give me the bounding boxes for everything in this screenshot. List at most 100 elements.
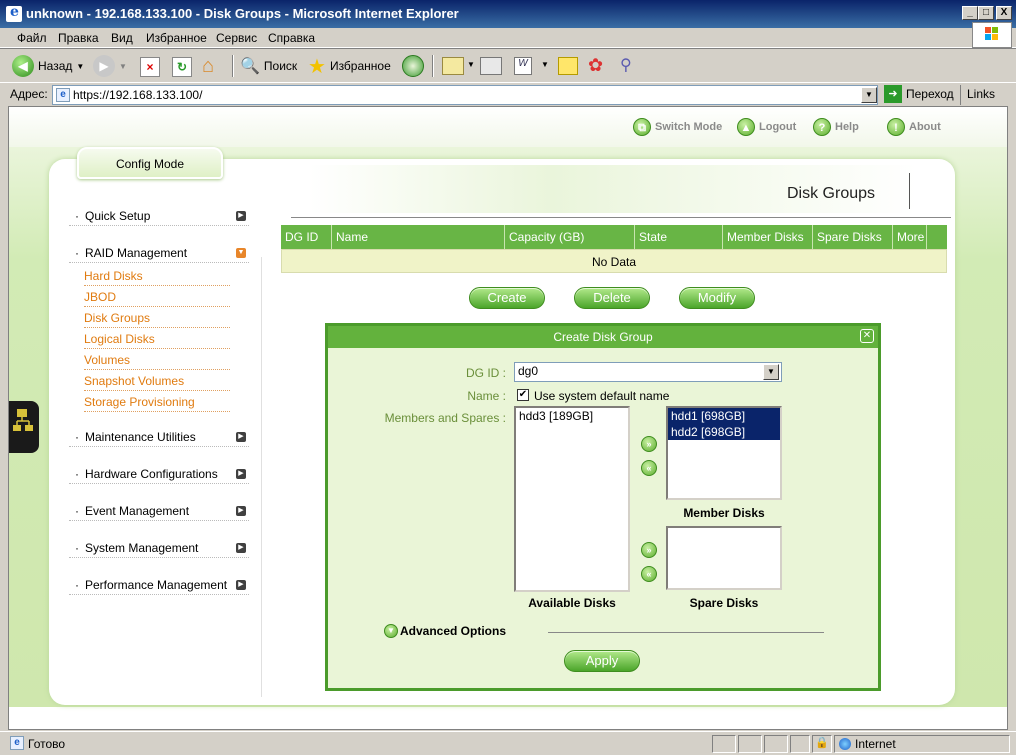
menu-favorites[interactable]: Избранное: [146, 31, 207, 45]
config-mode-tab[interactable]: Config Mode: [77, 147, 223, 179]
nav-system-management[interactable]: System Management: [75, 541, 198, 555]
nav-hard-disks[interactable]: Hard Disks: [84, 269, 230, 286]
remove-spare-icon[interactable]: «: [641, 566, 657, 582]
add-spare-icon[interactable]: »: [641, 542, 657, 558]
history-icon[interactable]: [402, 55, 424, 77]
go-button[interactable]: ➜ Переход: [884, 85, 954, 103]
switch-mode-link[interactable]: ⧉ Switch Mode: [633, 118, 722, 136]
word-icon[interactable]: W: [514, 57, 532, 75]
page-title: Disk Groups: [787, 185, 876, 202]
dg-id-dropdown-icon[interactable]: ▼: [763, 364, 779, 380]
chevron-down-icon: ▼: [384, 624, 398, 638]
nav-maintenance-utilities[interactable]: Maintenance Utilities: [75, 430, 196, 444]
advanced-options-toggle[interactable]: ▼ Advanced Options: [384, 624, 506, 638]
event-arrow-icon[interactable]: ▶: [236, 506, 246, 516]
nav-performance-management[interactable]: Performance Management: [75, 578, 227, 592]
home-icon[interactable]: ⌂: [202, 55, 215, 77]
search-button[interactable]: 🔍 Поиск: [240, 53, 297, 79]
quick-setup-arrow-icon[interactable]: ▶: [236, 211, 246, 221]
nav-event-management[interactable]: Event Management: [75, 504, 189, 518]
nav-quick-setup[interactable]: Quick Setup: [75, 209, 150, 223]
hardware-arrow-icon[interactable]: ▶: [236, 469, 246, 479]
apply-button[interactable]: Apply: [564, 650, 640, 672]
available-disks-list[interactable]: hdd3 [189GB]: [514, 406, 630, 592]
dg-id-value: dg0: [518, 364, 539, 378]
col-name[interactable]: Name: [332, 225, 505, 249]
nav-volumes[interactable]: Volumes: [84, 353, 230, 370]
col-capacity[interactable]: Capacity (GB): [505, 225, 635, 249]
nav-hardware-configurations[interactable]: Hardware Configurations: [75, 467, 218, 481]
status-panel: [712, 735, 736, 753]
forward-button[interactable]: ▶ ▼: [93, 53, 127, 79]
spare-disks-list[interactable]: [666, 526, 782, 590]
col-spare-disks[interactable]: Spare Disks: [813, 225, 893, 249]
remove-member-icon[interactable]: «: [641, 460, 657, 476]
links-button[interactable]: Links: [960, 85, 995, 105]
menu-help[interactable]: Справка: [268, 31, 316, 45]
table-empty-row: No Data: [281, 249, 947, 273]
menu-tools[interactable]: Сервис: [216, 31, 258, 45]
address-dropdown-icon[interactable]: ▼: [861, 87, 877, 103]
print-icon[interactable]: [480, 57, 502, 75]
address-bar: Адрес: e https://192.168.133.100/ ▼ ➜ Пе…: [0, 82, 1016, 106]
performance-arrow-icon[interactable]: ▶: [236, 580, 246, 590]
minimize-button[interactable]: _: [962, 6, 978, 20]
nav-raid-management[interactable]: RAID Management: [75, 246, 187, 260]
research-icon[interactable]: ⚲: [620, 57, 632, 74]
notes-icon[interactable]: [558, 57, 578, 75]
available-disk-item[interactable]: hdd3 [189GB]: [519, 409, 594, 423]
address-url: https://192.168.133.100/: [73, 88, 203, 102]
member-disks-list[interactable]: hdd1 [698GB] hdd2 [698GB]: [666, 406, 782, 500]
logout-link[interactable]: ▲ Logout: [737, 118, 796, 136]
raid-management-expanded-icon[interactable]: ▼: [236, 248, 246, 258]
use-default-name-label: Use system default name: [534, 389, 670, 403]
member-disks-caption: Member Disks: [683, 506, 765, 520]
nav-divider: [69, 225, 249, 226]
status-panel: [738, 735, 762, 753]
add-member-icon[interactable]: »: [641, 436, 657, 452]
nav-divider: [69, 557, 249, 558]
maximize-button[interactable]: □: [978, 6, 994, 20]
help-link[interactable]: ? Help: [813, 118, 859, 136]
nav-divider: [69, 262, 249, 263]
nav-jbod[interactable]: JBOD: [84, 290, 230, 307]
menu-view[interactable]: Вид: [111, 31, 133, 45]
col-member-disks[interactable]: Member Disks: [723, 225, 813, 249]
close-window-button[interactable]: X: [996, 6, 1012, 20]
delete-button[interactable]: Delete: [574, 287, 650, 309]
address-input[interactable]: e https://192.168.133.100/ ▼: [52, 85, 878, 105]
favorites-button[interactable]: ★ Избранное: [308, 53, 391, 79]
create-button[interactable]: Create: [469, 287, 545, 309]
menu-file[interactable]: Файл: [17, 31, 47, 45]
system-arrow-icon[interactable]: ▶: [236, 543, 246, 553]
status-panel: [764, 735, 788, 753]
col-more[interactable]: More: [893, 225, 927, 249]
use-default-name-checkbox[interactable]: ✔: [517, 389, 529, 401]
about-link[interactable]: ! About: [887, 118, 941, 136]
refresh-icon[interactable]: ↻: [172, 57, 192, 77]
dialog-close-icon[interactable]: ✕: [860, 329, 874, 343]
col-state[interactable]: State: [635, 225, 723, 249]
nav-logical-disks[interactable]: Logical Disks: [84, 332, 230, 349]
member-disk-item[interactable]: hdd1 [698GB]: [668, 408, 780, 424]
back-button[interactable]: ◀ Назад ▼: [12, 53, 84, 79]
sidebar-toggle-icon[interactable]: [9, 401, 39, 453]
col-dg-id[interactable]: DG ID: [281, 225, 332, 249]
nav-snapshot-volumes[interactable]: Snapshot Volumes: [84, 374, 230, 391]
nav-divider: [69, 520, 249, 521]
stop-icon[interactable]: ×: [140, 57, 160, 77]
member-disk-item[interactable]: hdd2 [698GB]: [668, 424, 780, 440]
nav-disk-groups[interactable]: Disk Groups: [84, 311, 230, 328]
sidebar-divider: [261, 257, 262, 697]
mail-icon[interactable]: [442, 57, 464, 75]
nav-storage-provisioning[interactable]: Storage Provisioning: [84, 395, 230, 412]
dg-id-select[interactable]: dg0 ▼: [514, 362, 782, 382]
maintenance-arrow-icon[interactable]: ▶: [236, 432, 246, 442]
advanced-divider: [548, 632, 824, 633]
window-title-bar: unknown - 192.168.133.100 - Disk Groups …: [0, 0, 1016, 28]
messenger-icon[interactable]: ✿: [588, 55, 604, 75]
modify-button[interactable]: Modify: [679, 287, 755, 309]
menu-edit[interactable]: Правка: [58, 31, 99, 45]
mail-dropdown-icon[interactable]: ▼: [467, 60, 475, 69]
edit-dropdown-icon[interactable]: ▼: [541, 60, 549, 69]
